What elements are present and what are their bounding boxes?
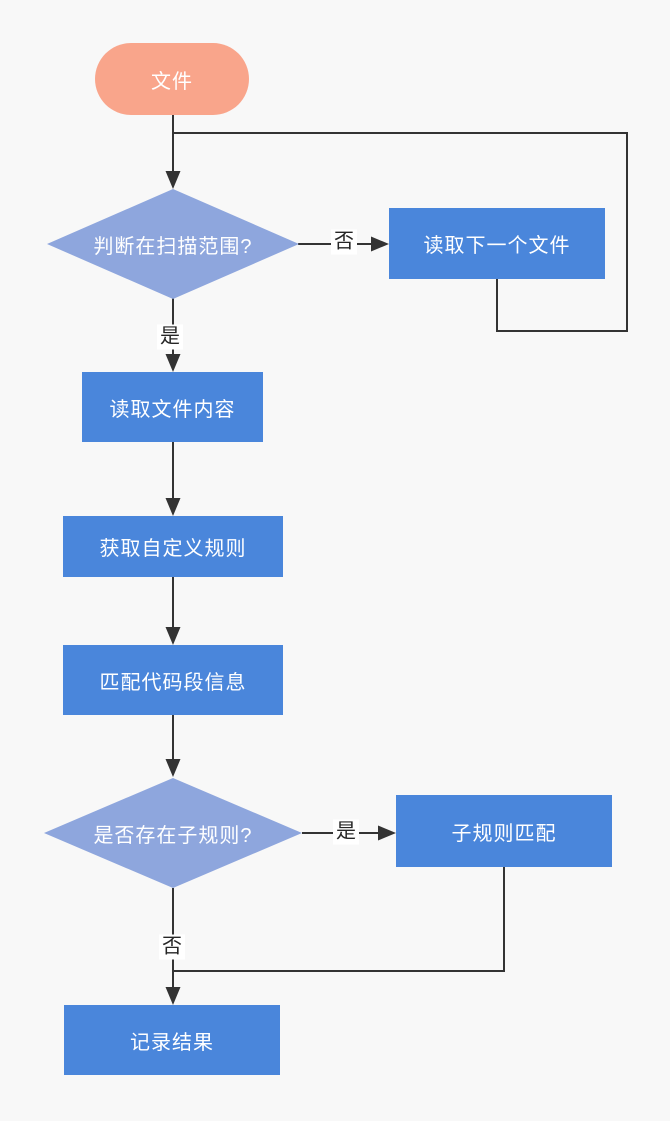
node-match-code-segment-label: 匹配代码段信息 (99, 671, 247, 694)
node-record-result[interactable]: 记录结果 (64, 1005, 280, 1075)
node-record-result-label: 记录结果 (130, 1031, 214, 1054)
edge-read-next-loop-back (173, 132, 628, 332)
edge-subrule-match-join (173, 867, 505, 972)
edge-label-scan-no: 否 (331, 229, 357, 255)
node-start-label: 文件 (151, 70, 193, 93)
node-sub-rule-match[interactable]: 子规则匹配 (396, 795, 612, 867)
node-read-file-content-label: 读取文件内容 (109, 398, 236, 421)
edge-label-scan-yes: 是 (157, 324, 183, 350)
node-scan-range-decision-label: 判断在扫描范围? (93, 235, 253, 258)
node-read-next-file[interactable]: 读取下一个文件 (389, 208, 605, 279)
node-read-next-file-label: 读取下一个文件 (423, 235, 571, 257)
edge-label-subrule-yes: 是 (333, 819, 359, 845)
node-get-custom-rules[interactable]: 获取自定义规则 (63, 516, 283, 577)
edge-match-to-subrule-decision (165, 715, 181, 777)
edge-label-subrule-no: 否 (159, 934, 185, 960)
edge-start-to-scan-decision (165, 115, 181, 189)
node-read-file-content[interactable]: 读取文件内容 (82, 372, 263, 442)
node-sub-rule-match-label: 子规则匹配 (451, 822, 557, 845)
node-get-custom-rules-label: 获取自定义规则 (99, 538, 247, 560)
node-start[interactable]: 文件 (95, 43, 249, 115)
edge-rules-to-match (165, 577, 181, 645)
node-match-code-segment[interactable]: 匹配代码段信息 (63, 645, 283, 715)
node-sub-rule-decision-label: 是否存在子规则? (93, 824, 253, 847)
edge-read-to-rules (165, 442, 181, 516)
